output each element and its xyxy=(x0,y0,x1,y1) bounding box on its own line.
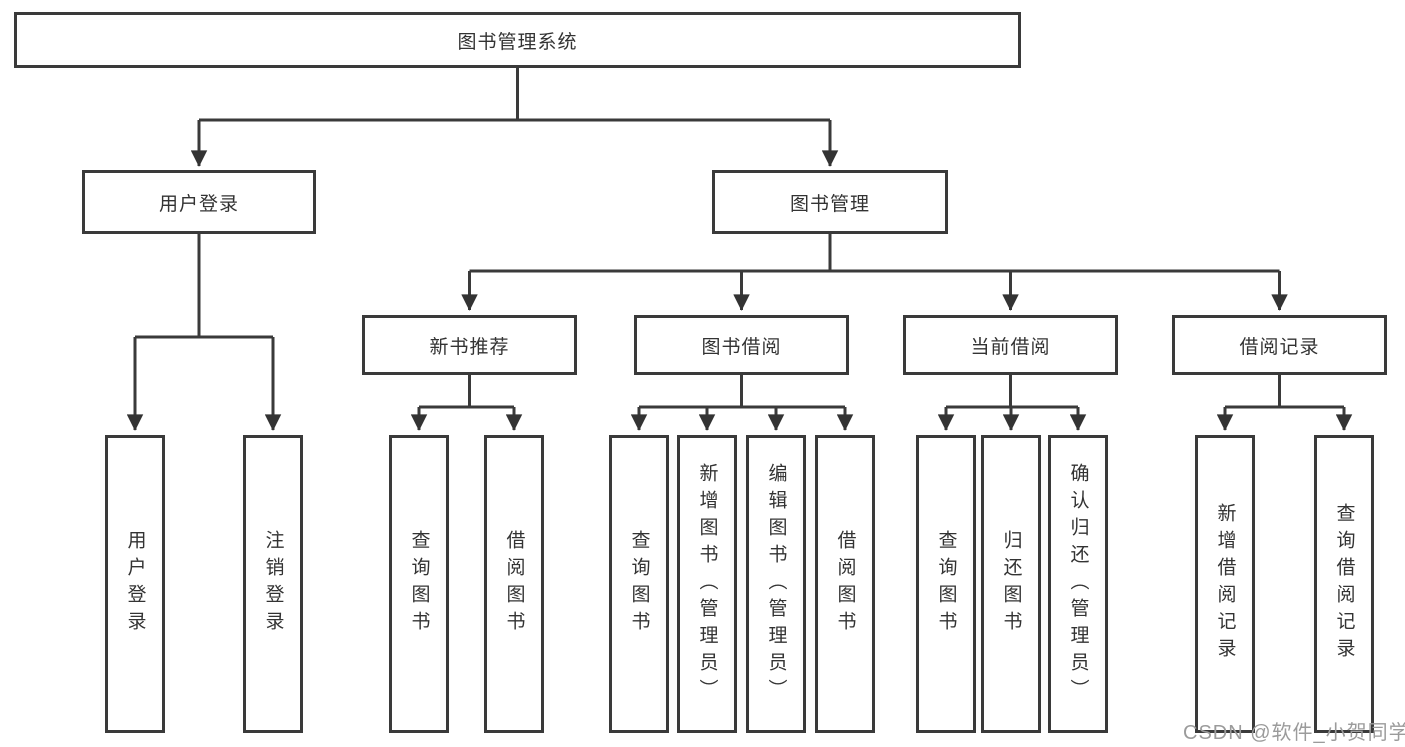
csdn-watermark: CSDN @软件_小贺同学 xyxy=(1183,722,1405,744)
node-label: 借阅图书 xyxy=(503,530,525,638)
node-new-book-recommend: 新书推荐 xyxy=(362,315,577,375)
node-add-books-admin: 新增图书（管理员） xyxy=(677,435,737,733)
node-label: 归还图书 xyxy=(1000,530,1022,638)
node-current-borrow: 当前借阅 xyxy=(903,315,1118,375)
node-label: 用户登录 xyxy=(158,193,239,215)
node-label: 注销登录 xyxy=(262,530,284,638)
node-return-books: 归还图书 xyxy=(981,435,1041,733)
node-label: 图书管理 xyxy=(789,193,870,215)
node-label: 编辑图书（管理员） xyxy=(765,462,787,706)
node-label: 查询借阅记录 xyxy=(1333,503,1355,665)
node-label: 图书借阅 xyxy=(701,336,782,358)
node-label: 查询图书 xyxy=(408,530,430,638)
node-label: 借阅记录 xyxy=(1239,336,1320,358)
node-query-books-borrow: 查询图书 xyxy=(609,435,669,733)
node-logout-action: 注销登录 xyxy=(243,435,303,733)
node-label: 查询图书 xyxy=(628,530,650,638)
node-label: 新增图书（管理员） xyxy=(696,462,718,706)
node-label: 查询图书 xyxy=(935,530,957,638)
node-confirm-return-admin: 确认归还（管理员） xyxy=(1048,435,1108,733)
node-user-login: 用户登录 xyxy=(82,170,316,234)
node-label: 新书推荐 xyxy=(429,336,510,358)
node-label: 图书管理系统 xyxy=(457,31,578,53)
node-query-books-recommend: 查询图书 xyxy=(389,435,449,733)
node-library-system: 图书管理系统 xyxy=(14,12,1021,68)
node-user-login-action: 用户登录 xyxy=(105,435,165,733)
node-borrow-books-action: 借阅图书 xyxy=(815,435,875,733)
node-book-borrow: 图书借阅 xyxy=(634,315,849,375)
node-label: 确认归还（管理员） xyxy=(1067,462,1089,706)
node-borrow-records: 借阅记录 xyxy=(1172,315,1387,375)
node-label: 当前借阅 xyxy=(970,336,1051,358)
node-borrow-books-recommend: 借阅图书 xyxy=(484,435,544,733)
node-query-borrow-record: 查询借阅记录 xyxy=(1314,435,1374,733)
node-add-borrow-record: 新增借阅记录 xyxy=(1195,435,1255,733)
node-label: 新增借阅记录 xyxy=(1214,503,1236,665)
node-label: 用户登录 xyxy=(124,530,146,638)
node-book-management: 图书管理 xyxy=(712,170,948,234)
node-query-books-current: 查询图书 xyxy=(916,435,976,733)
node-label: 借阅图书 xyxy=(834,530,856,638)
node-edit-books-admin: 编辑图书（管理员） xyxy=(746,435,806,733)
